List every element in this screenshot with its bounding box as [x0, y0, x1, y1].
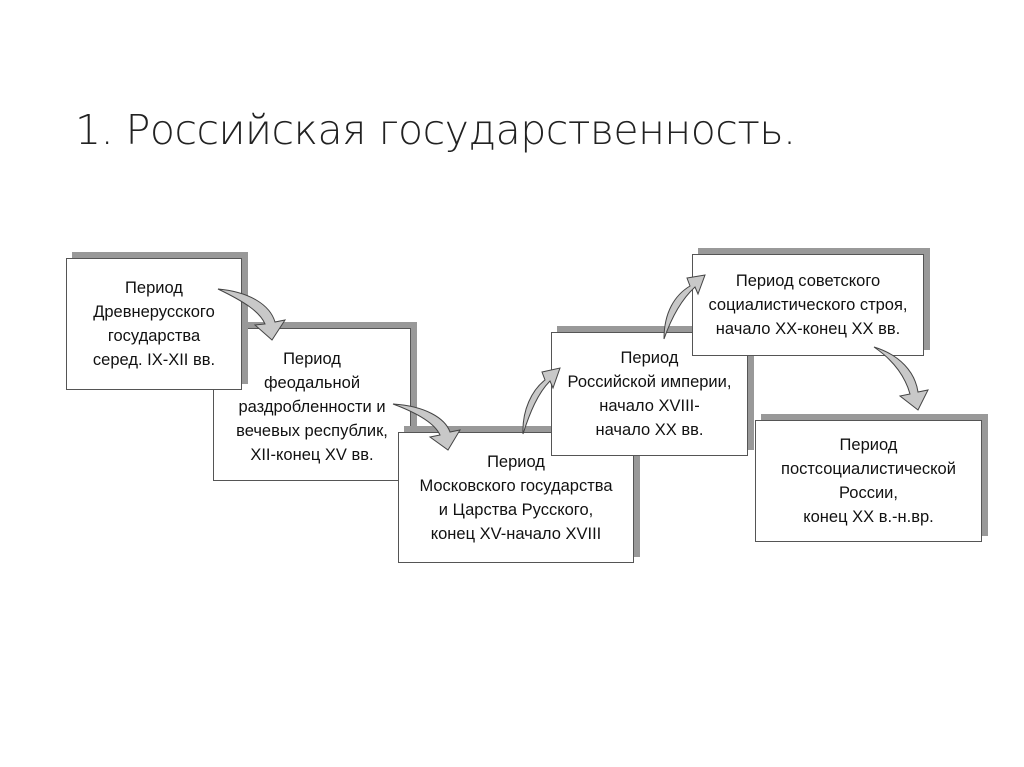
period-box-soviet: Период советского социалистического стро… [692, 254, 924, 356]
curved-arrow-icon [663, 274, 706, 340]
period-box-post-soviet: Период постсоциалистической России, коне… [755, 420, 982, 542]
curved-arrow-icon [217, 288, 287, 341]
curved-arrow-icon [392, 403, 462, 451]
period-box-feudal: Период феодальной раздробленности и вече… [213, 328, 411, 481]
curved-arrow-icon [873, 346, 929, 411]
period-box-old-rus: Период Древнерусского государства серед.… [66, 258, 242, 390]
curved-arrow-icon [522, 367, 561, 435]
slide-title: 1. Российская государственность. [75, 106, 796, 154]
